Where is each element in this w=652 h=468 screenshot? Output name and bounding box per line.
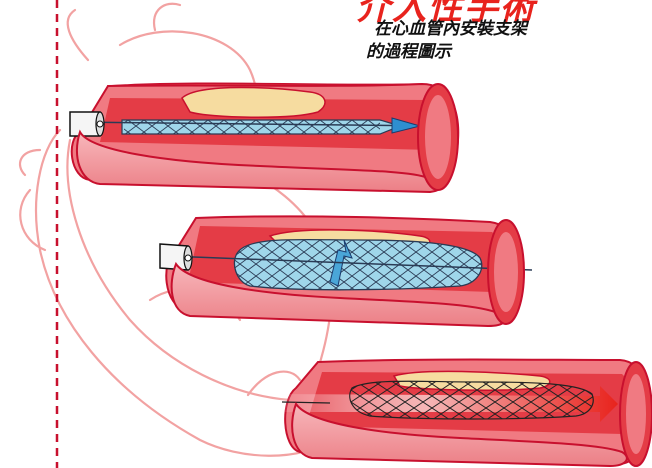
stent-expanded [350, 381, 593, 419]
subtitle-line-1: 在心血管內安裝支架 [366, 18, 527, 41]
catheter-icon [70, 112, 104, 136]
vessel-step-3 [270, 360, 652, 467]
subtitle: 在心血管內安裝支架 的過程圖示 [366, 18, 527, 64]
subtitle-line-2: 的過程圖示 [366, 41, 527, 64]
plaque-1 [182, 88, 325, 118]
vessel-step-1 [70, 83, 458, 192]
vessel-step-2 [160, 216, 532, 326]
